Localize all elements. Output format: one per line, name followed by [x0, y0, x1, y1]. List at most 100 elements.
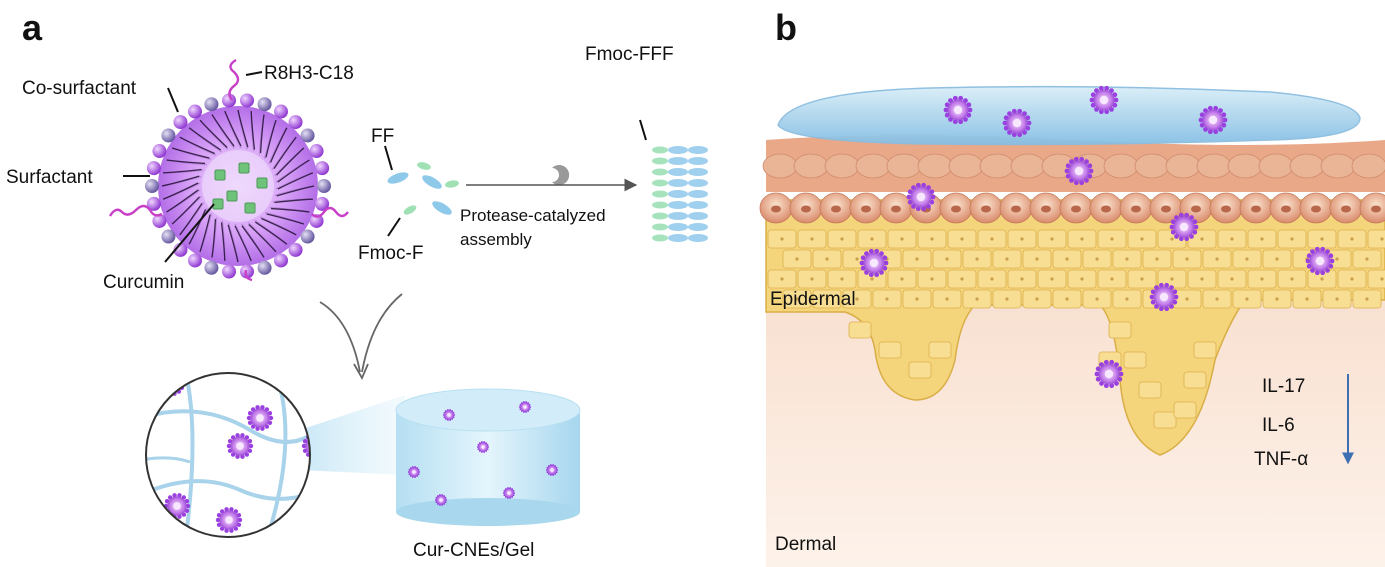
nanoparticle — [477, 441, 489, 453]
corneocyte — [886, 153, 922, 179]
surfactant-head — [152, 213, 167, 228]
ridge-cell — [1153, 411, 1177, 429]
r8h3-tail — [228, 58, 240, 101]
peptide-unit — [688, 190, 708, 198]
peptide-unit — [688, 179, 708, 187]
corneocyte — [1289, 153, 1325, 179]
ridge-cell — [1173, 401, 1197, 419]
cosurfactant-head — [257, 97, 272, 112]
corneocyte — [762, 153, 798, 179]
nanoparticle — [906, 182, 936, 212]
surfactant-head — [173, 115, 188, 130]
nanoparticle — [1064, 156, 1094, 186]
ridge-cell — [1123, 351, 1147, 369]
fmoc-unit — [652, 234, 668, 242]
peptide-unit — [688, 212, 708, 220]
nanoparticle — [1094, 359, 1124, 389]
protease-enzyme-icon — [552, 164, 570, 185]
cosurfactant-head — [300, 128, 315, 143]
ridge-cell — [908, 361, 932, 379]
nanoparticle — [546, 464, 558, 476]
r8h3-label: R8H3-C18 — [264, 63, 354, 84]
corneocyte — [793, 153, 829, 179]
panel-a-letter: a — [22, 7, 43, 48]
peptide-unit — [688, 201, 708, 209]
il6-label: IL-6 — [1262, 415, 1295, 436]
peptide-unit — [668, 179, 688, 187]
nanoparticle — [1198, 105, 1228, 135]
fmoc-unit — [652, 201, 668, 209]
cosurfactant-head — [317, 179, 331, 193]
surfactant-head — [315, 161, 330, 176]
corneocyte — [1320, 153, 1356, 179]
ridge-cell — [1193, 341, 1217, 359]
ridge-cell — [1108, 321, 1132, 339]
surfactant-head — [188, 104, 202, 119]
surfactant-head — [288, 242, 303, 257]
nanoparticle — [503, 487, 515, 499]
skin-nanoparticles — [859, 85, 1335, 389]
il17-label: IL-17 — [1262, 376, 1305, 397]
hydrogel-drop — [777, 85, 1361, 146]
fmoc-unit — [652, 146, 668, 154]
surfactant-head — [239, 93, 254, 108]
cosurfactant-label: Co-surfactant — [22, 78, 137, 99]
fmoc-unit — [652, 223, 668, 231]
corneocyte — [1196, 153, 1232, 179]
peptide-unit — [688, 146, 708, 154]
corneocyte — [1351, 153, 1385, 179]
fmoc-fff-label: Fmoc-FFF — [585, 44, 674, 65]
ridge-cell — [1183, 371, 1207, 389]
nanoparticle — [226, 433, 254, 459]
peptide-unit — [688, 168, 708, 176]
cosurfactant-head — [161, 128, 176, 143]
nanoparticle — [1305, 246, 1335, 276]
nanoparticle — [519, 401, 531, 413]
nanoparticle — [435, 494, 447, 506]
corneocyte — [1258, 153, 1294, 179]
cosurfactant-leader — [167, 87, 179, 113]
curcumin-square — [244, 202, 256, 214]
fmoc-f-leader — [387, 217, 401, 237]
surfactant-head — [239, 264, 254, 279]
fmoc-unit — [652, 168, 668, 176]
r8h3-leader — [245, 71, 263, 76]
merge-arrow — [319, 293, 403, 381]
panel-b-letter: b — [775, 7, 797, 48]
keratinocyte — [1367, 269, 1385, 289]
corneocyte — [948, 153, 984, 179]
peptide-unit — [668, 190, 688, 198]
curcumin-square — [256, 177, 268, 189]
surfactant-head — [152, 144, 167, 159]
fmoc-unit — [652, 212, 668, 220]
r8h3-tail — [244, 269, 253, 282]
nanoparticle — [1002, 108, 1032, 138]
gel-cylinder — [395, 388, 581, 526]
peptide-unit — [668, 212, 688, 220]
fmoc-fff-stack — [652, 146, 708, 242]
corneocyte — [917, 153, 953, 179]
magnified-hydrogel-circle — [145, 372, 311, 538]
curcumin-square — [226, 190, 238, 202]
curcumin-square — [238, 162, 250, 174]
nanoparticle — [408, 466, 420, 478]
magnification-cone — [300, 395, 405, 475]
surfactant-head — [146, 161, 161, 176]
nanoparticle — [443, 409, 455, 421]
corneocyte — [1165, 153, 1201, 179]
curcumin-square — [212, 198, 224, 210]
nanoparticle — [246, 405, 274, 431]
surfactant-head — [222, 264, 237, 279]
dermal-label: Dermal — [775, 534, 836, 555]
ff-leader — [384, 145, 393, 171]
nanoparticle — [1169, 212, 1199, 242]
nanoparticle — [215, 507, 243, 533]
ridge-cell — [1138, 381, 1162, 399]
ridge-cell — [848, 321, 872, 339]
peptide-unit — [668, 146, 688, 154]
cosurfactant-head — [204, 97, 219, 112]
peptide-unit — [668, 168, 688, 176]
cosurfactant-head — [145, 179, 159, 193]
